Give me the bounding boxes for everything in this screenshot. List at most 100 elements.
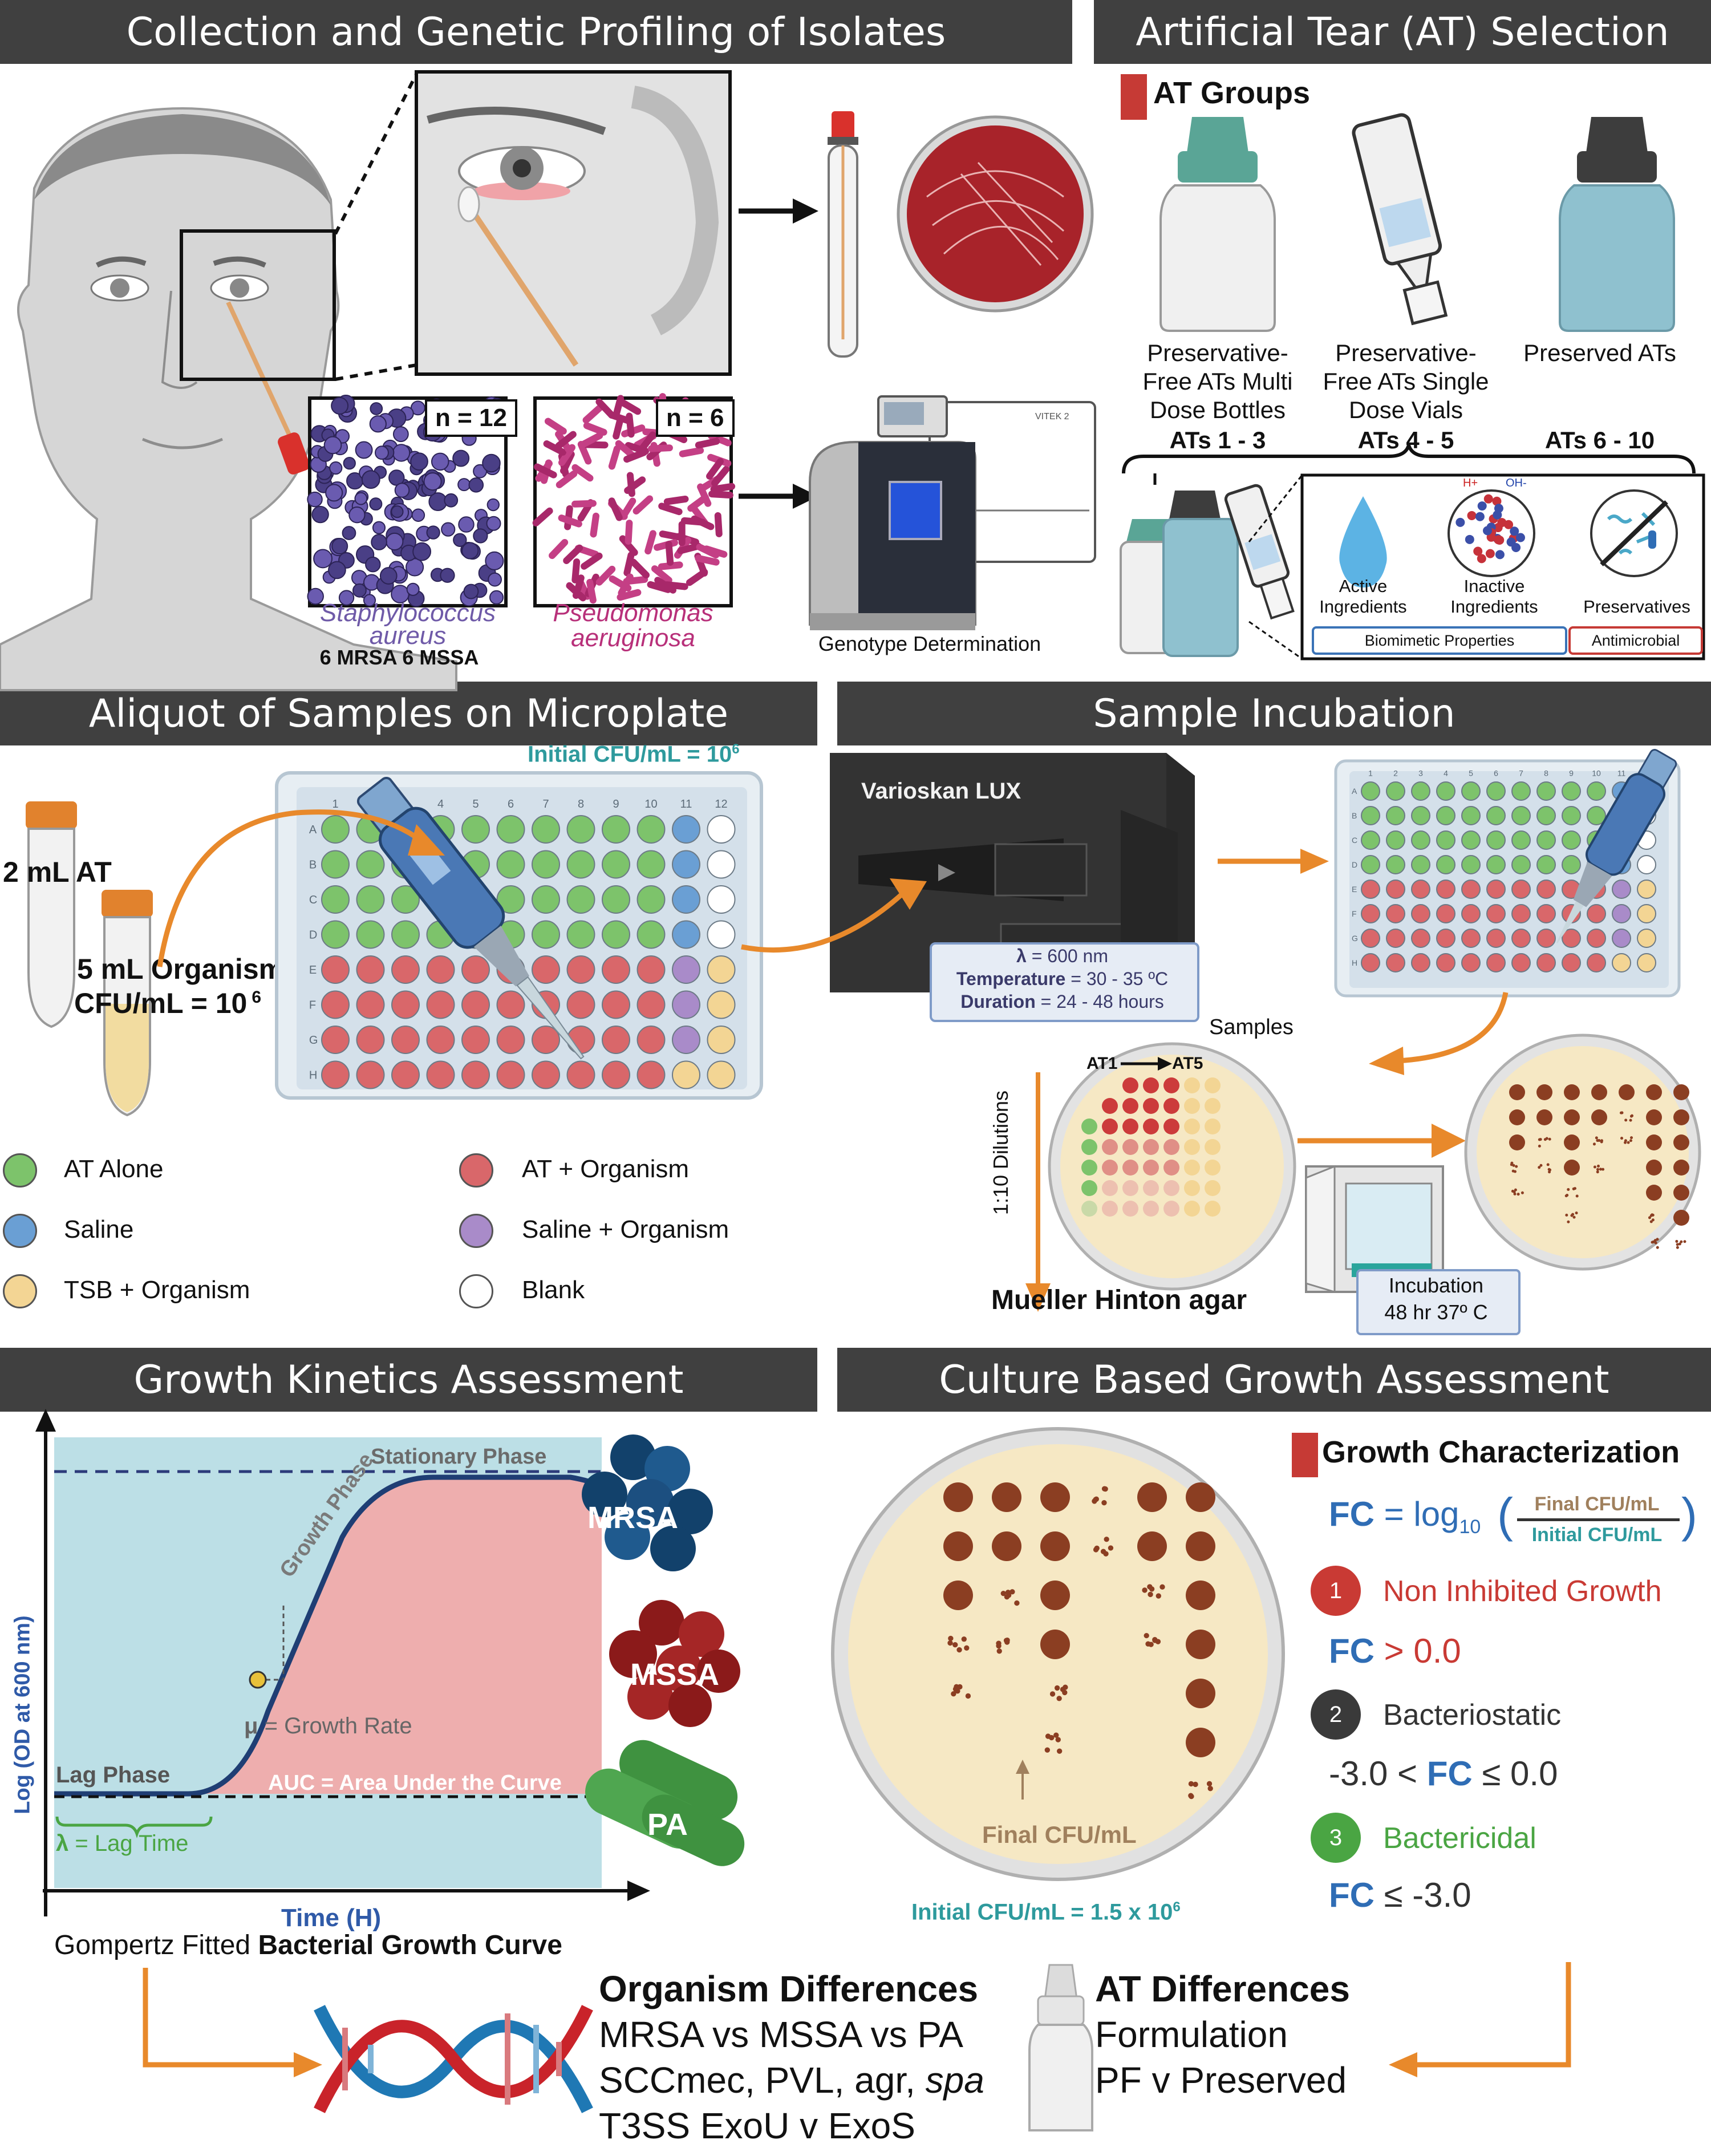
lag-time-label: λ = Lag Time: [56, 1831, 188, 1857]
plate-well: [426, 1026, 455, 1054]
plate-well: [1461, 855, 1481, 874]
plate-well: [707, 850, 736, 879]
plate-row-label: B: [309, 859, 317, 872]
plate-well: [532, 920, 560, 949]
colony-dot: [1000, 1590, 1006, 1596]
wavelength-value: = 600 nm: [1031, 946, 1108, 966]
colony-spot: [1137, 1482, 1167, 1512]
plate-row-label: F: [1352, 909, 1357, 918]
plate-col-label: 11: [680, 798, 692, 810]
plate-col-label: 6: [508, 798, 514, 810]
plate-col-label: 4: [1444, 768, 1448, 777]
plate-well: [707, 990, 736, 1019]
colony-spot: [1673, 1210, 1689, 1226]
colony-spot: [1646, 1185, 1662, 1201]
dilution-spot: [1163, 1180, 1179, 1196]
plate-well: [391, 1060, 420, 1089]
dilution-spot: [1081, 1180, 1097, 1196]
plate-well: [566, 885, 595, 914]
plate-well: [1511, 929, 1531, 948]
legend-swatch-at-organism: [459, 1153, 493, 1188]
plate-well: [1486, 806, 1506, 825]
plate-row-label: C: [309, 894, 317, 906]
plate-col-label: 11: [1617, 768, 1626, 777]
antimicrobial-badge: Antimicrobial: [1568, 626, 1703, 655]
panel-title-aliquot: Aliquot of Samples on Microplate: [0, 682, 817, 745]
colony-spot: [1040, 1580, 1070, 1610]
organism-cfu-text: CFU/mL = 10: [74, 987, 248, 1019]
dilution-spot: [1122, 1180, 1138, 1196]
plate-well: [1436, 904, 1455, 923]
colony-dot: [1629, 1139, 1632, 1142]
aliquot-arrow: [157, 809, 445, 967]
plate-row-label: F: [309, 999, 316, 1012]
plate-well: [1587, 953, 1606, 972]
colony-dot: [1060, 1687, 1066, 1692]
colony-dot: [1678, 1242, 1681, 1246]
plate-well: [1386, 953, 1405, 972]
incubation-condition-box: [1356, 1269, 1521, 1335]
colony-spot: [1591, 1084, 1607, 1100]
organism-cfu-exponent: 6: [252, 988, 262, 1007]
plate-well: [321, 1026, 350, 1054]
plate-well: [1386, 904, 1405, 923]
dilution-spot: [1122, 1098, 1138, 1114]
plate-well: [1562, 855, 1581, 874]
panel-title-collection: Collection and Genetic Profiling of Isol…: [0, 0, 1072, 64]
plate-well: [1436, 880, 1455, 899]
dilution-spot: [1163, 1077, 1179, 1093]
category-1-badge: 1: [1311, 1566, 1361, 1616]
dilution-spot: [1205, 1077, 1221, 1093]
plate-well: [1461, 781, 1481, 801]
plate-well: [1411, 904, 1430, 923]
colony-dot: [1511, 1169, 1515, 1173]
biomimetic-properties-badge: Biomimetic Properties: [1312, 626, 1567, 655]
plate-well: [636, 1060, 666, 1089]
colony-spot: [992, 1482, 1021, 1512]
colony-dot: [1651, 1218, 1655, 1222]
colony-dot: [1564, 1194, 1568, 1198]
colony-dot: [1044, 1747, 1051, 1753]
plate-col-label: 4: [437, 798, 444, 810]
plate-well: [1461, 953, 1481, 972]
plate-well: [1612, 880, 1631, 899]
plate-well: [321, 990, 350, 1019]
dilution-spot: [1081, 1118, 1097, 1134]
plate-well: [672, 920, 700, 949]
inactive-ingredients-label-1: Inactive: [1463, 576, 1525, 596]
plate-well: [1587, 929, 1606, 948]
group3-range: ATs 6 - 10: [1544, 427, 1655, 453]
swab-tube-icon: [828, 111, 858, 358]
colony-spot: [1509, 1084, 1525, 1100]
plate-well: [1612, 929, 1631, 948]
legend-swatch-saline-organism: [459, 1214, 493, 1248]
colony-dot: [1539, 1164, 1543, 1167]
final-cfu-label: Final CFU/mL: [982, 1821, 1137, 1848]
colony-dot: [1593, 1165, 1596, 1169]
colony-dot: [1624, 1141, 1627, 1144]
colony-dot: [1049, 1691, 1056, 1697]
dilution-spot: [1184, 1160, 1200, 1176]
plate-well: [672, 990, 700, 1019]
plate-col-label: 8: [1544, 768, 1548, 777]
plate-col-label: 12: [715, 798, 727, 810]
dilution-spot: [1184, 1118, 1200, 1134]
colony-dot: [956, 1647, 962, 1653]
colony-spot: [1564, 1134, 1580, 1150]
category-1-fc: FC: [1329, 1632, 1375, 1670]
growth-curve-caption: Gompertz Fitted Bacterial Growth Curve: [54, 1930, 562, 1961]
dilution-spot: [1122, 1077, 1138, 1093]
fc-paren-right: ): [1681, 1488, 1697, 1542]
plate-row-label: B: [1352, 811, 1357, 820]
plate-well: [532, 850, 560, 879]
fc-paren-left: (: [1497, 1488, 1513, 1542]
plate-well: [321, 885, 350, 914]
pa-label: PA: [647, 1808, 688, 1842]
colony-dot: [1104, 1537, 1109, 1542]
plate-col-label: 2: [1393, 768, 1398, 777]
panel-title-at-selection: Artificial Tear (AT) Selection: [1094, 0, 1711, 64]
colony-dot: [1155, 1639, 1161, 1644]
culture-initial-cfu-label: Initial CFU/mL = 1.5 x 106: [911, 1899, 1181, 1925]
plate-well: [426, 1060, 455, 1089]
plate-well: [1461, 929, 1481, 948]
